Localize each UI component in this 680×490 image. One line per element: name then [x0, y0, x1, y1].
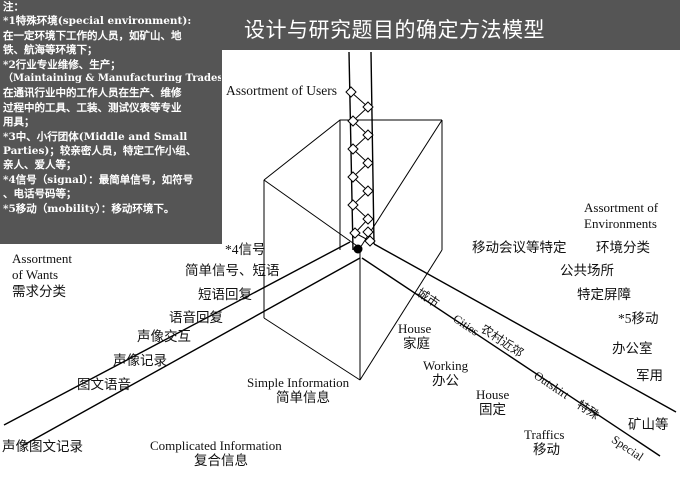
diamond-marker: [347, 143, 359, 155]
env-item: 矿山等: [628, 417, 669, 432]
diamond-marker: [362, 226, 374, 238]
note-line: 、电话号码等；: [3, 188, 77, 201]
env-label-zh: 环境分类: [596, 240, 650, 255]
note-line: Parties)；较亲密人员，特定工作小组、: [3, 145, 197, 158]
note-line: *5移动（mobility）：移动环境下。: [3, 202, 175, 215]
diamond-marker: [362, 185, 374, 197]
want-item: 声像图文记录: [2, 439, 83, 454]
house-home-zh: 家庭: [403, 336, 430, 351]
note-line: 亲人、爱人等；: [3, 159, 77, 172]
note-line: 铁、航海等环境下；: [3, 44, 98, 57]
note-line: *2行业专业维修、生产；: [3, 58, 121, 71]
working-zh: 办公: [432, 373, 459, 388]
want-item: 简单信号、短语: [185, 263, 280, 278]
diamond-marker: [362, 129, 374, 141]
want-item: 声像交互: [137, 329, 191, 344]
env-item: 特定屏障: [577, 287, 631, 302]
diamond-marker: [362, 213, 374, 225]
note-line: 用具；: [3, 116, 35, 129]
diamond-marker: [364, 235, 376, 247]
note-line: *1特殊环境(special environment):: [3, 15, 192, 28]
house-fixed-zh: 固定: [479, 402, 506, 417]
env-label-en-1: Assortment of: [584, 200, 659, 215]
title-band: [222, 0, 680, 50]
origin-dot: [353, 244, 363, 254]
traffics-en: Traffics: [524, 427, 565, 442]
wants-label-en-2: of Wants: [12, 267, 59, 282]
env-label-en-2: Environments: [584, 216, 657, 231]
env-axis-line-bottom: [361, 257, 661, 457]
want-item: *4信号: [225, 242, 266, 257]
complex-info-zh: 复合信息: [194, 453, 248, 468]
env-axis-line-top: [373, 243, 677, 413]
users-axis-line-right: [370, 51, 375, 245]
want-item: 语音回复: [169, 310, 223, 325]
cube-bottom-left: [263, 317, 361, 381]
complex-info-en: Complicated Information: [150, 438, 282, 453]
note-text: 注： *1特殊环境(special environment): 在一定环境下工作…: [3, 0, 221, 216]
note-line: 在一定环境下工作的人员，如矿山、地: [3, 29, 182, 42]
house-fixed-en: House: [476, 387, 510, 402]
diamond-marker: [345, 86, 357, 98]
diamond-marker: [362, 101, 374, 113]
working-en: Working: [423, 358, 469, 373]
diamond-marker: [347, 199, 359, 211]
note-panel: [0, 0, 222, 244]
wants-label-zh: 需求分类: [12, 284, 66, 299]
note-line: 过程中的工具、工装、测试仪表等专业: [3, 101, 182, 114]
diamond-marker: [347, 115, 359, 127]
house-home-en: House: [398, 321, 432, 336]
cube-top-front: [263, 179, 361, 249]
wants-axis-line-top: [3, 241, 351, 426]
traffics-zh: 移动: [533, 442, 560, 457]
env-item: 军用: [636, 368, 663, 383]
note-line: *4信号（signal）：最简单信号，如符号: [3, 173, 194, 186]
env-item: 移动会议等特定: [472, 240, 567, 255]
wants-label-en-1: Assortment: [12, 251, 72, 266]
page-title: 设计与研究题目的确定方法模型: [244, 18, 545, 42]
wants-axis-line-bottom: [21, 257, 361, 447]
want-item: 图文语音: [77, 377, 131, 392]
note-line: 在通讯行业中的工作人员在生产、维修: [3, 87, 182, 100]
simple-info-en: Simple Information: [247, 375, 350, 390]
env-item: 公共场所: [560, 263, 614, 278]
cube-bottom-right: [359, 249, 443, 381]
diamond-marker: [349, 227, 361, 239]
want-item: 短语回复: [198, 287, 252, 302]
note-line: （Maintaining & Manufacturing Trades）：: [3, 73, 221, 85]
want-item: 声像记录: [113, 353, 167, 368]
users-axis-label: Assortment of Users: [226, 83, 337, 98]
note-line: *3中、小行团体(Middle and Small: [3, 130, 188, 143]
simple-info-zh: 简单信息: [276, 390, 330, 405]
diamond-marker: [362, 157, 374, 169]
env-item: *5移动: [618, 311, 659, 326]
env-item: 办公室: [612, 341, 653, 356]
note-line: 注：: [3, 1, 24, 13]
diamond-marker: [347, 171, 359, 183]
